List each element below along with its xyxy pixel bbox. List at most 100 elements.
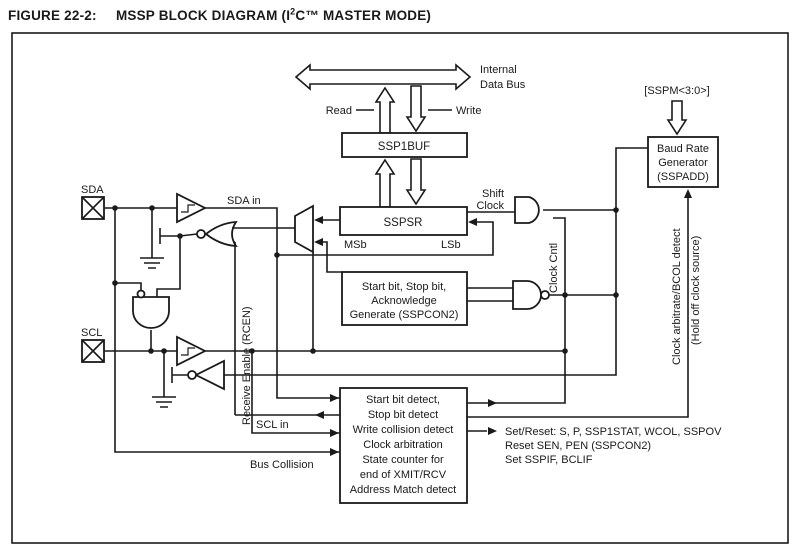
shift-clock-and-gate xyxy=(514,196,540,224)
sda-nor-gate xyxy=(204,220,238,248)
scl-buffer-hysteresis-icon xyxy=(181,347,195,356)
detect-line-2: Stop bit detect xyxy=(368,409,438,421)
scl-pad-x-icon xyxy=(81,339,105,363)
shift-clock-label: Shift xyxy=(482,188,504,200)
wire-mux-inputs xyxy=(321,219,342,273)
detect-box xyxy=(339,387,468,504)
detect-line-1: Start bit detect, xyxy=(366,394,440,406)
scl-ground-icon xyxy=(152,396,176,408)
sda-in-label: SDA in xyxy=(227,195,261,207)
junction-dot xyxy=(613,207,619,213)
internal-data-bus-label: Internal xyxy=(480,64,517,76)
buf-to-sr-down-arrow xyxy=(405,158,427,206)
sda-pin-section: SDA SDA in Receive Enable (RCEN) xyxy=(81,184,494,453)
set-reset-line-1: Set/Reset: S, P, SSP1STAT, WCOL, SSPOV xyxy=(505,426,722,438)
scl-label: SCL xyxy=(81,327,102,339)
junction-dot xyxy=(310,348,316,354)
arb-input-bubble xyxy=(136,289,146,299)
set-reset-arrowhead xyxy=(488,427,497,435)
ssp1buf-box xyxy=(341,132,468,158)
detect-line-7: Address Match detect xyxy=(350,484,456,496)
detect-line-3: Write collision detect xyxy=(353,424,454,436)
clock-cntl-label: Clock Cntl xyxy=(548,243,560,293)
internal-data-bus-arrow xyxy=(294,63,472,91)
output-mux-section xyxy=(294,204,342,273)
baud-rate-generator-box xyxy=(647,136,719,188)
figure-number: FIGURE 22-2: xyxy=(8,7,97,23)
wire-brg-clock-bus xyxy=(224,147,689,418)
sspcon2-line-1: Start bit, Stop bit, xyxy=(362,281,446,293)
bus-collision-arrowhead xyxy=(330,448,339,456)
write-arrow-icon xyxy=(405,85,427,133)
sspsr-box xyxy=(339,206,468,236)
junction-dot xyxy=(112,280,118,286)
set-reset-line-2: Reset SEN, PEN (SSPCON2) xyxy=(505,440,651,452)
sspm-label: [SSPM<3:0>] xyxy=(644,85,709,97)
junction-dot xyxy=(562,348,568,354)
ssp1buf-label: SSP1BUF xyxy=(378,141,430,153)
receive-enable-label: Receive Enable (RCEN) xyxy=(241,306,253,425)
sda-mosfet xyxy=(151,228,161,253)
wire-scl-net xyxy=(104,242,565,434)
internal-data-bus-label2: Data Bus xyxy=(480,79,526,91)
ssp1buf-section: SSP1BUF xyxy=(341,132,468,208)
detect-block-section: Start bit detect, Stop bit detect Write … xyxy=(339,387,722,504)
figure-title: MSSP BLOCK DIAGRAM (I2C™ MASTER MODE) xyxy=(115,6,432,23)
junction-dot xyxy=(177,233,183,239)
sda-output-mux xyxy=(294,204,314,254)
junction-dot xyxy=(161,348,167,354)
internal-data-bus-section: Internal Data Bus Read Write xyxy=(294,63,526,134)
clock-cntl-arrowhead xyxy=(488,399,497,407)
sspcon2-line-3: Generate (SSPCON2) xyxy=(350,309,459,321)
figure-header: FIGURE 22-2: MSSP BLOCK DIAGRAM (I2C™ MA… xyxy=(8,6,788,23)
sda-label: SDA xyxy=(81,184,104,196)
brg-label-3: (SSPADD) xyxy=(657,171,709,183)
wire-sda-net xyxy=(104,207,494,453)
junction-dot xyxy=(112,205,118,211)
rcen-arrowhead xyxy=(315,411,324,419)
sspcon2-nand-gate xyxy=(512,280,542,310)
scl-in-arrowhead xyxy=(330,429,339,437)
detect-line-4: Clock arbitration xyxy=(363,439,442,451)
brg-label-2: Generator xyxy=(658,157,708,169)
clock-control-section: Clock Cntl Clock arbitrate/BCOL detect (… xyxy=(224,147,702,418)
scl-input-buffer xyxy=(176,335,208,367)
sspcon2-section: Start bit, Stop bit, Acknowledge Generat… xyxy=(341,271,468,326)
sspsr-section: SSPSR MSb LSb Shift Clock xyxy=(339,188,504,251)
sda-buffer-hysteresis-icon xyxy=(181,204,195,213)
clock-arbitrate-label: Clock arbitrate/BCOL detect xyxy=(671,228,683,365)
baud-rate-generator-section: [SSPM<3:0>] Baud Rate Generator (SSPADD) xyxy=(644,85,719,188)
nand-output-bubble xyxy=(540,290,550,300)
msb-label: MSb xyxy=(344,239,367,251)
hold-off-label: (Hold off clock source) xyxy=(690,236,702,345)
sspsr-feedback-arrowhead xyxy=(468,218,477,226)
set-reset-line-3: Set SSPIF, BCLIF xyxy=(505,454,593,466)
sspsr-label: SSPSR xyxy=(384,217,423,229)
mux-in1-arrowhead xyxy=(314,216,323,224)
scl-driver-inverter xyxy=(193,359,225,391)
sspcon2-box xyxy=(341,271,468,326)
read-label: Read xyxy=(326,105,352,117)
brg-label-1: Baud Rate xyxy=(657,143,709,155)
detect-line-6: end of XMIT/RCV xyxy=(360,469,447,481)
sspcon2-line-2: Acknowledge xyxy=(371,295,436,307)
bus-collision-label: Bus Collision xyxy=(250,459,314,471)
sspm-down-arrow xyxy=(666,100,688,136)
lsb-label: LSb xyxy=(441,239,461,251)
detect-line-5: State counter for xyxy=(362,454,444,466)
scl-in-label: SCL in xyxy=(256,419,289,431)
sda-pad-x-icon xyxy=(81,196,105,220)
write-label: Write xyxy=(456,105,481,117)
arrowheads xyxy=(315,218,497,456)
mux-in2-arrowhead xyxy=(314,238,323,246)
inverter-bubble xyxy=(187,370,197,380)
junction-dot xyxy=(148,348,154,354)
shift-clock-label2: Clock xyxy=(476,200,504,212)
junction-dot xyxy=(249,348,255,354)
junction-dot xyxy=(274,252,280,258)
arbitration-and-gate xyxy=(132,296,170,329)
sda-ground-icon xyxy=(140,257,164,269)
nor-output-bubble xyxy=(196,229,206,239)
